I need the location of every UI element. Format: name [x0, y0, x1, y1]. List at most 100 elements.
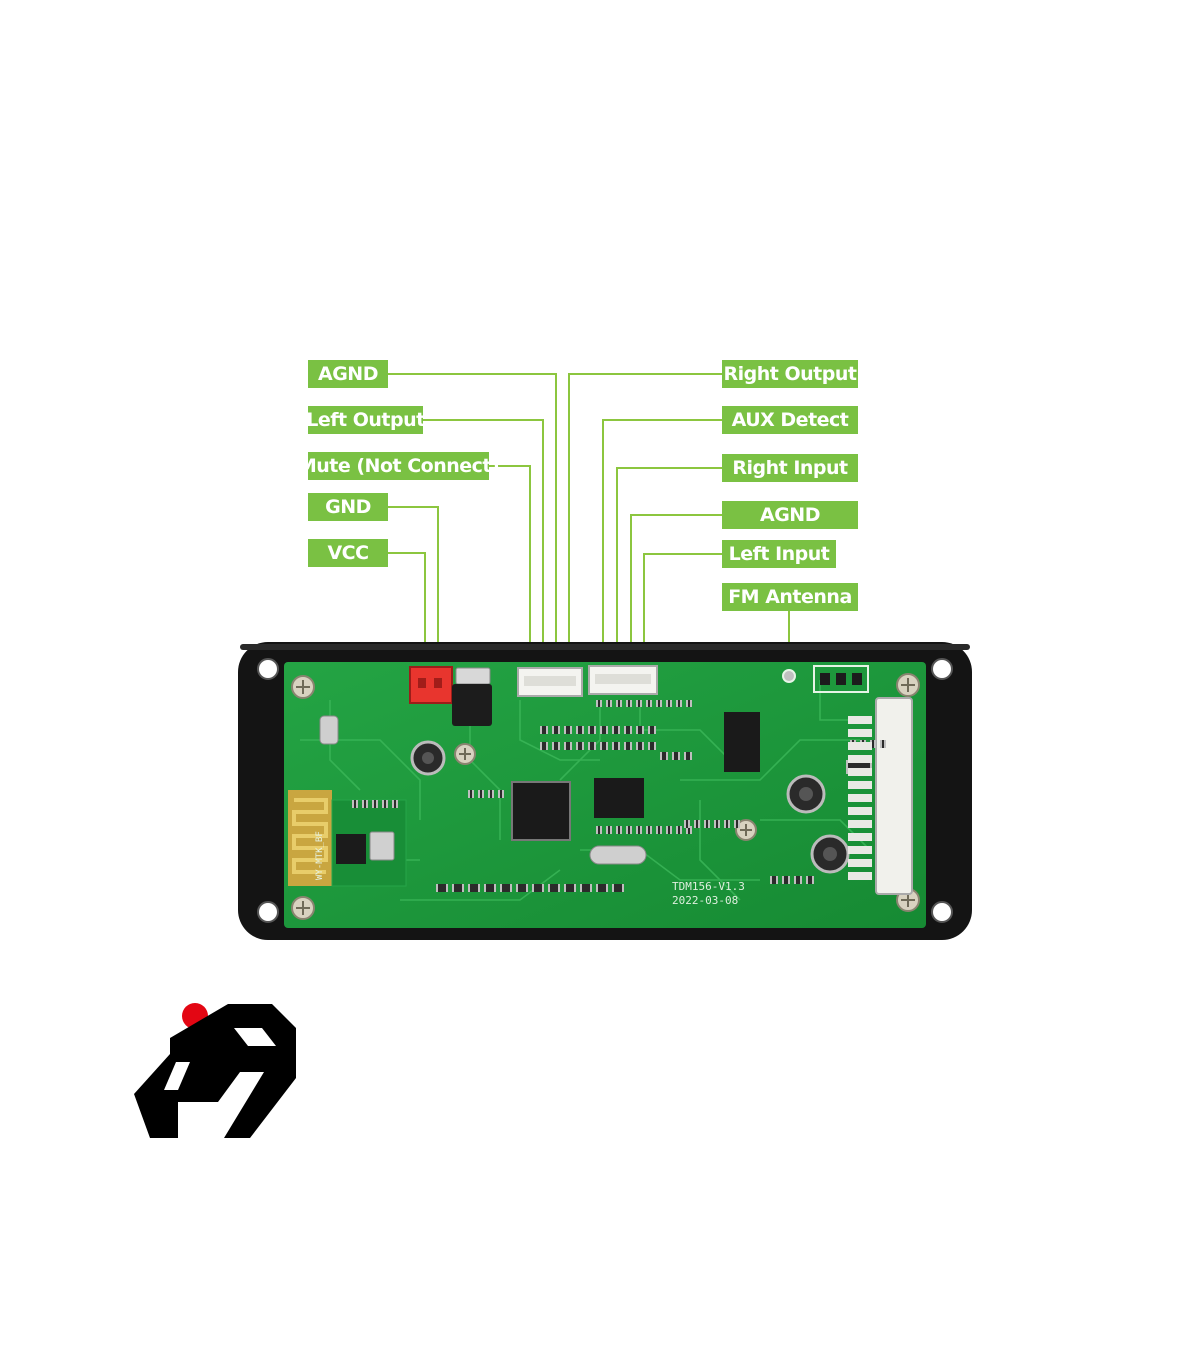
- smd-part: [626, 700, 628, 707]
- smd-part: [588, 726, 596, 734]
- smd-part: [596, 826, 602, 834]
- smd-part: [564, 884, 576, 892]
- smd-part: [376, 800, 378, 808]
- smd-part: [640, 700, 642, 707]
- smd-part: [558, 742, 560, 750]
- smd-part: [848, 846, 872, 854]
- label-right-input: Right Input: [722, 454, 858, 482]
- leader-vcc: [388, 552, 426, 668]
- smd-part: [794, 876, 796, 884]
- smd-part: [884, 740, 886, 748]
- smd-part: [362, 800, 364, 808]
- smd-part: [488, 790, 490, 798]
- smd-part: [366, 800, 368, 808]
- smd-part: [676, 700, 682, 707]
- smd-part: [590, 884, 592, 892]
- smd-part: [848, 807, 872, 815]
- smd-part: [806, 876, 814, 884]
- smd-part: [630, 742, 632, 750]
- smd-part: [362, 800, 368, 808]
- smd-part: [626, 700, 632, 707]
- smd-part: [684, 752, 686, 760]
- smd-part: [510, 884, 512, 892]
- smd-part: [666, 752, 668, 760]
- smd-part: [680, 700, 682, 707]
- smd-part: [588, 742, 596, 750]
- smd-part: [498, 790, 504, 798]
- smd-part: [630, 726, 632, 734]
- smd-part: [570, 726, 572, 734]
- amplifier-chip: [594, 778, 644, 818]
- smd-part: [642, 742, 644, 750]
- smd-part: [600, 726, 602, 734]
- smd-part: [372, 800, 378, 808]
- smd-part: [532, 884, 534, 892]
- smd-part: [610, 826, 612, 834]
- smd-part: [478, 884, 480, 892]
- smd-part: [596, 700, 602, 707]
- smd-part: [540, 726, 548, 734]
- smd-part: [452, 884, 464, 892]
- smd-part: [870, 740, 876, 748]
- smd-part: [684, 820, 686, 828]
- smd-part: [708, 820, 710, 828]
- smd-part: [484, 884, 496, 892]
- smd-part: [552, 726, 554, 734]
- smd-part: [656, 700, 658, 707]
- smd-components: [352, 700, 886, 892]
- smd-part: [574, 884, 576, 892]
- smd-part: [606, 700, 612, 707]
- smd-part: [718, 820, 720, 828]
- smd-part: [660, 752, 662, 760]
- ic-chips: [319, 712, 760, 865]
- label-gnd: GND: [308, 493, 388, 521]
- smd-part: [690, 826, 692, 834]
- label-vcc: VCC: [308, 539, 388, 567]
- smd-part: [646, 700, 648, 707]
- smd-part: [596, 884, 608, 892]
- smd-part: [782, 876, 790, 884]
- smd-part: [570, 742, 572, 750]
- smd-part: [516, 884, 518, 892]
- smd-part: [582, 742, 584, 750]
- board-model-text: TDM156-V1.3: [672, 880, 745, 893]
- power-connector: [409, 666, 453, 704]
- label-agnd-1: AGND: [308, 360, 388, 388]
- smd-part: [552, 726, 560, 734]
- smd-part: [616, 700, 618, 707]
- smd-part: [622, 884, 624, 892]
- label-left-input: Left Input: [722, 540, 836, 568]
- smd-part: [548, 884, 560, 892]
- smd-part: [436, 884, 438, 892]
- smd-part: [734, 820, 736, 828]
- smd-part: [670, 826, 672, 834]
- smd-part: [552, 742, 560, 750]
- smd-part: [546, 742, 548, 750]
- smd-part: [624, 726, 626, 734]
- smd-part: [646, 826, 652, 834]
- smd-part: [782, 876, 784, 884]
- smd-part: [386, 800, 388, 808]
- smd-part: [392, 800, 398, 808]
- smd-part: [492, 790, 494, 798]
- smd-part: [848, 859, 872, 867]
- bt-module-text: WY-MTK_BF: [315, 831, 325, 880]
- smd-part: [848, 781, 872, 789]
- pcb-screws: [291, 673, 920, 920]
- smd-part: [640, 826, 642, 834]
- smd-part: [880, 740, 882, 748]
- smd-part: [624, 742, 626, 750]
- smd-part: [468, 790, 474, 798]
- leader-agnd-1: [388, 373, 557, 668]
- smd-part: [382, 800, 384, 808]
- smd-part: [676, 826, 682, 834]
- main-processor-chip: [511, 781, 571, 841]
- leader-aux-detect: [602, 419, 722, 668]
- smd-part: [630, 826, 632, 834]
- smd-part: [848, 768, 872, 776]
- leader-lines: [388, 373, 790, 668]
- smd-part: [620, 826, 622, 834]
- smd-part: [620, 700, 622, 707]
- smd-part: [676, 700, 678, 707]
